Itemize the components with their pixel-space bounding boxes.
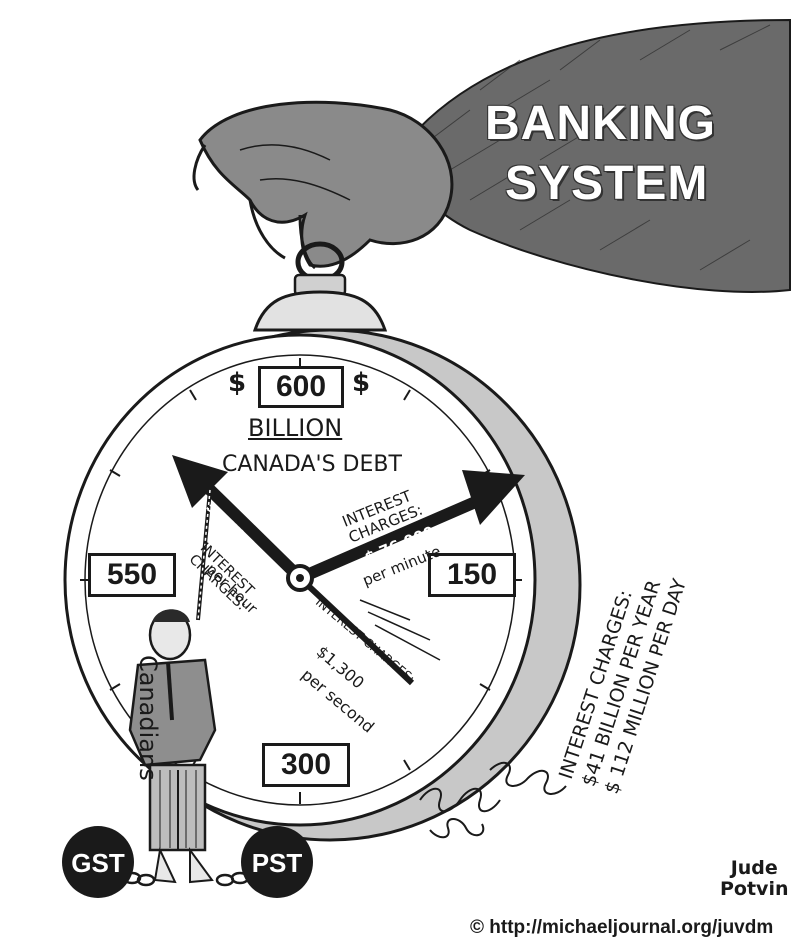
- gst-weight: [62, 826, 134, 898]
- minute-hand: [297, 470, 525, 584]
- dial-number-right: 150: [428, 553, 516, 597]
- second-hand: [297, 575, 441, 686]
- copyright-credit: © http://michaeljournal.org/juvdm: [470, 917, 774, 938]
- billion-label: BILLION: [248, 414, 343, 442]
- hour-hand: [172, 455, 305, 583]
- broken-springs: [419, 761, 567, 839]
- dollar-sign-right: $: [352, 368, 371, 398]
- pst-label: PST: [251, 848, 303, 878]
- dollar-sign-left: $: [228, 368, 247, 398]
- dial-number-top: 600: [258, 366, 344, 408]
- noose-rope: [196, 489, 212, 621]
- ankle-chains: [122, 871, 250, 887]
- claw-hand: [192, 100, 454, 270]
- artist-signature: Jude Potvin: [720, 857, 789, 900]
- banner-line-2: SYSTEM: [505, 157, 709, 210]
- canadians-label: Canadians: [134, 655, 162, 781]
- furry-arm: [398, 18, 791, 293]
- banner-line-1: BANKING: [485, 97, 716, 150]
- gst-label: GST: [71, 848, 125, 878]
- hanging-man: [128, 609, 217, 884]
- dial-number-bottom: 300: [262, 743, 350, 787]
- dial-number-left: 550: [88, 553, 176, 597]
- debt-label: CANADA'S DEBT: [222, 452, 402, 477]
- watch-crown: [252, 241, 388, 332]
- pst-weight: [241, 826, 313, 898]
